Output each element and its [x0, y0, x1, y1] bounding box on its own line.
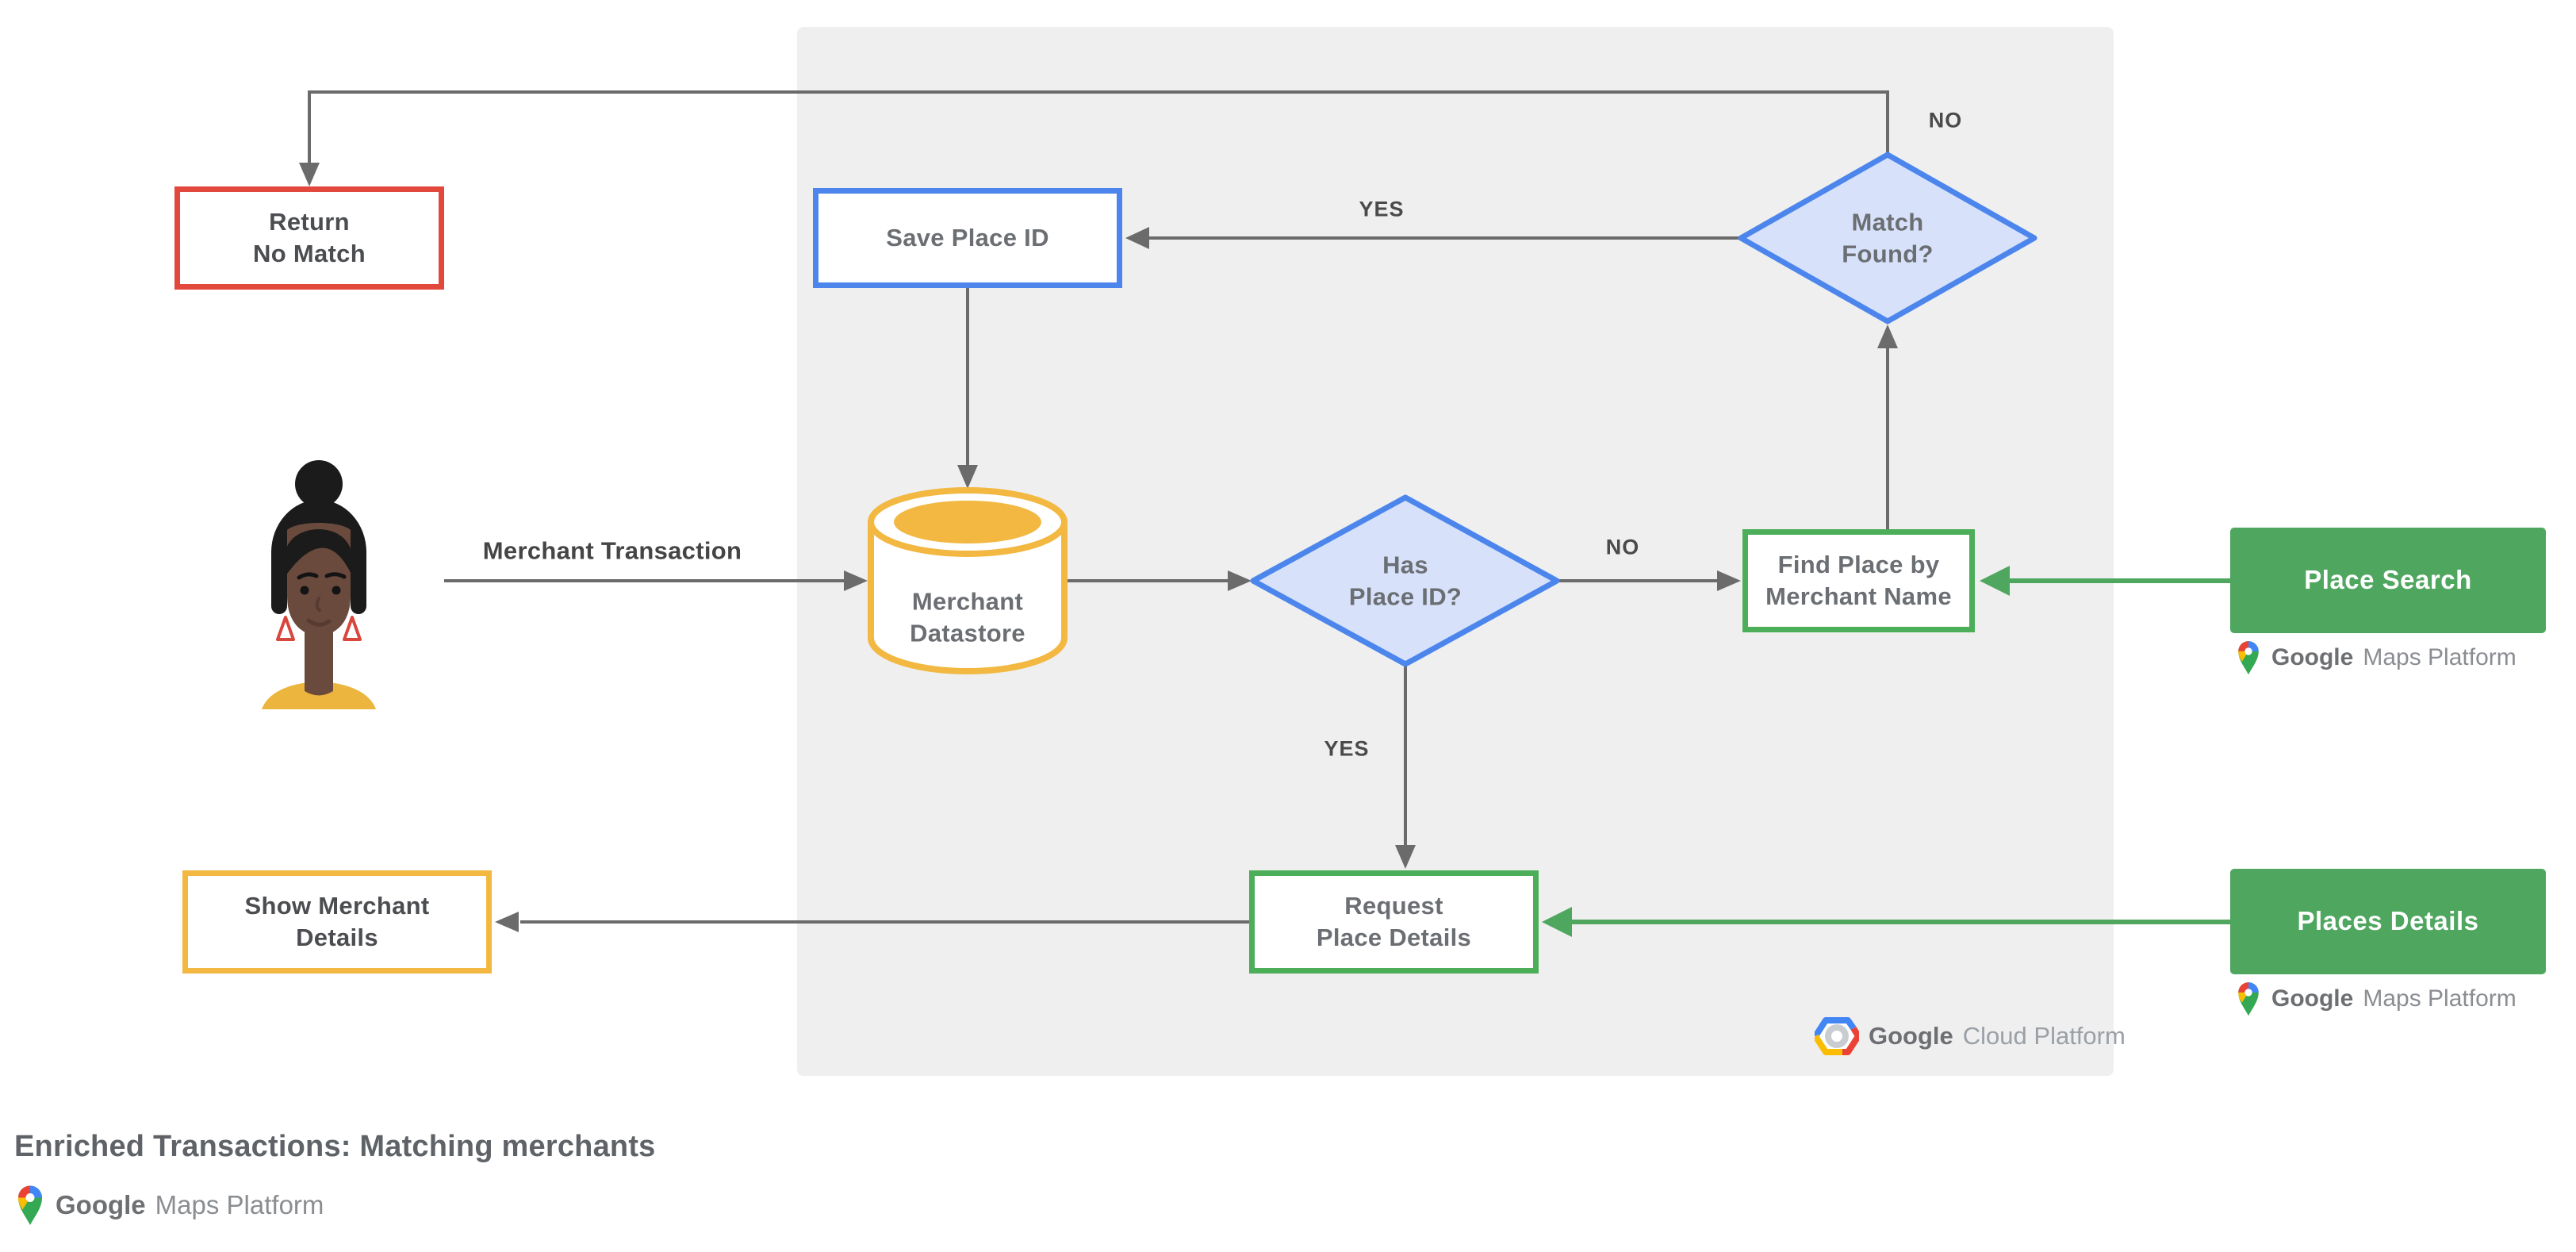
- node-label-return-no-match: Return No Match: [253, 208, 366, 267]
- node-request-place-details: Request Place Details: [1249, 870, 1539, 974]
- avatar-figure: [262, 460, 376, 709]
- edge-label-has-place-id-no: NO: [1605, 535, 1640, 559]
- edge-label-merchant-transaction: Merchant Transaction: [482, 536, 742, 565]
- node-label-save-place-id: Save Place ID: [886, 224, 1049, 252]
- logo-text-cloud-platform: Cloud Platform: [1962, 1022, 2126, 1050]
- node-find-place-by-merchant-name: Find Place by Merchant Name: [1742, 529, 1975, 632]
- logo-text-google: Google: [2271, 985, 2354, 1012]
- google-maps-pin-icon: [2238, 982, 2259, 1016]
- edge-label-match-found-no: NO: [1928, 108, 1963, 132]
- logo-text-google: Google: [2271, 644, 2354, 670]
- node-label-find-place-by-merchant-name: Find Place by Merchant Name: [1765, 551, 1952, 610]
- node-save-place-id: Save Place ID: [813, 188, 1122, 288]
- google-maps-platform-logo-footer: Google Maps Platform: [14, 1184, 324, 1227]
- logo-text-maps-platform: Maps Platform: [2363, 644, 2517, 670]
- node-label-show-merchant-details: Show Merchant Details: [244, 892, 430, 951]
- arrowhead-into-return-no-match: [299, 163, 320, 186]
- google-maps-pin-icon: [18, 1185, 42, 1225]
- page-title: Enriched Transactions: Matching merchant…: [14, 1130, 656, 1163]
- node-show-merchant-details: Show Merchant Details: [182, 870, 492, 974]
- node-label-place-search: Place Search: [2304, 565, 2472, 595]
- arrowhead-into-show-details: [495, 912, 519, 932]
- google-maps-platform-logo-place-search: Google Maps Platform: [2235, 639, 2517, 676]
- google-cloud-hexagon-icon: [1815, 1017, 1859, 1055]
- google-maps-pin-icon: [2238, 641, 2259, 675]
- node-label-request-place-details: Request Place Details: [1316, 892, 1472, 951]
- node-places-details: Places Details: [2230, 869, 2546, 974]
- google-maps-platform-logo-places-details: Google Maps Platform: [2235, 981, 2517, 1017]
- merchant-avatar: [262, 460, 376, 709]
- merchant-datastore-cylinder: [868, 487, 1068, 674]
- node-label-match-found: Match Found?: [1842, 208, 1934, 267]
- node-place-search: Place Search: [2230, 528, 2546, 633]
- node-return-no-match: Return No Match: [174, 186, 444, 290]
- node-label-places-details: Places Details: [2297, 906, 2479, 936]
- edge-label-has-place-id-yes: YES: [1324, 736, 1370, 761]
- logo-text-google: Google: [56, 1190, 146, 1219]
- logo-text-google: Google: [1869, 1022, 1953, 1050]
- logo-text-maps-platform: Maps Platform: [2363, 985, 2517, 1012]
- google-cloud-platform-logo: Google Cloud Platform: [1815, 1017, 2126, 1055]
- edge-label-match-found-yes: YES: [1359, 197, 1405, 221]
- node-label-has-place-id: Has Place ID?: [1348, 551, 1462, 610]
- logo-text-maps-platform: Maps Platform: [155, 1190, 324, 1219]
- node-label-merchant-datastore: Merchant Datastore: [910, 587, 1025, 647]
